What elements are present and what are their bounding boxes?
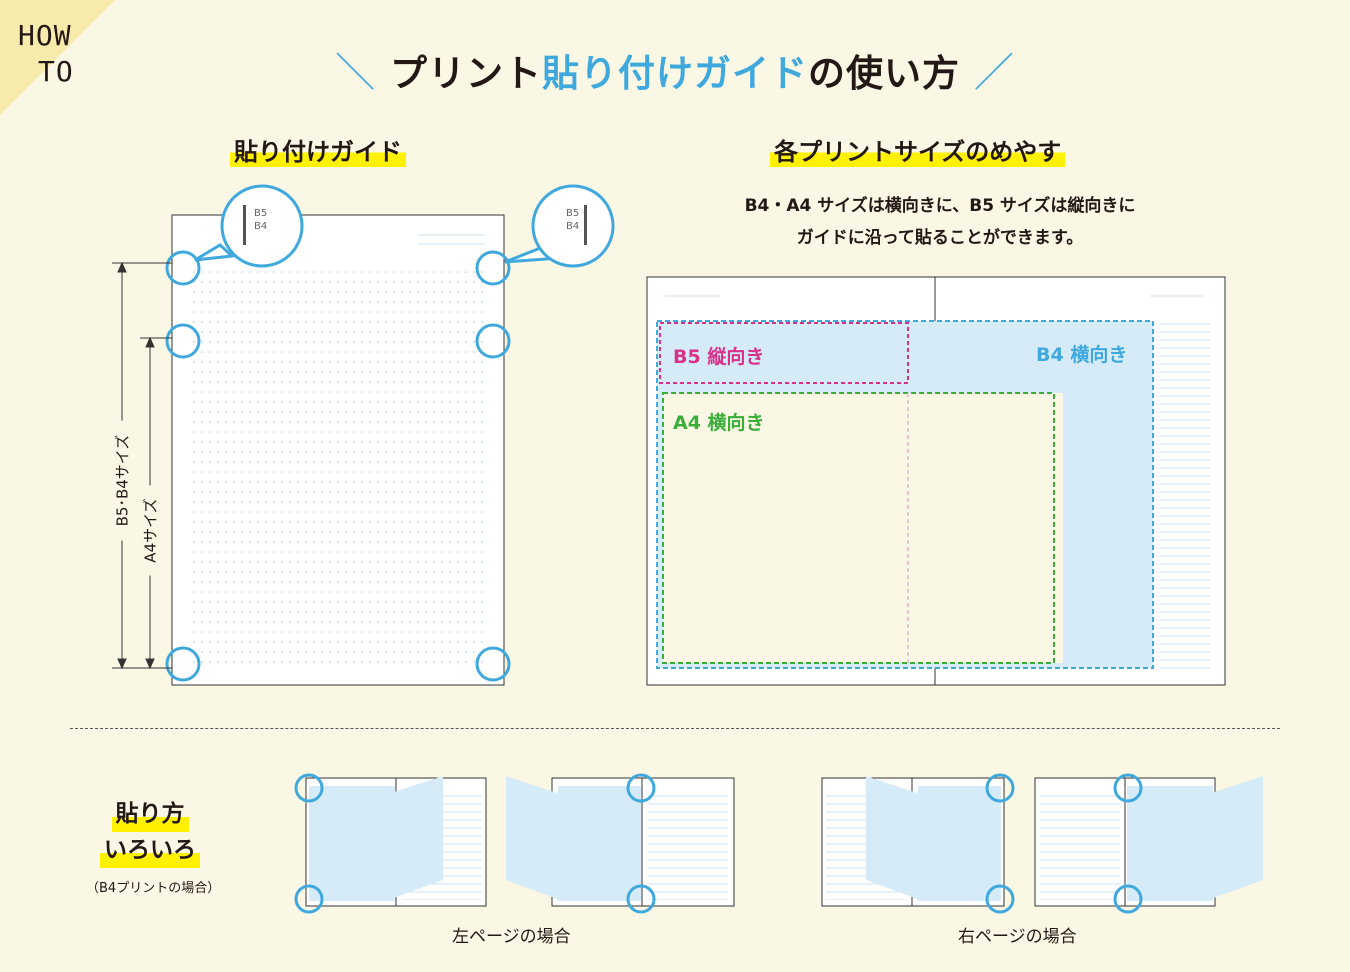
- method-right-2: [1034, 773, 1263, 914]
- slash-right-icon: ／: [973, 50, 1015, 96]
- page-title: ＼ プリント貼り付けガイドの使い方 ／: [335, 50, 1015, 96]
- method-left-1: [294, 773, 487, 914]
- b4-landscape-label: B4 横向き: [1036, 344, 1128, 366]
- how-to-corner: [0, 0, 115, 115]
- guide-circle: [165, 250, 201, 286]
- a4-area: [662, 392, 1055, 664]
- zoom-bubble-right: [504, 184, 615, 268]
- how-to-label: HOW TO: [18, 19, 74, 88]
- dot-grid: [190, 263, 488, 668]
- print-sizes-description: B4・A4 サイズは横向きに、B5 サイズは縦向きに ガイドに沿って貼ることがで…: [744, 196, 1136, 248]
- guide-circle: [475, 646, 511, 682]
- guide-circle: [165, 646, 201, 682]
- a4-landscape-label: A4 横向き: [673, 412, 765, 434]
- paste-methods-subtitle: （B4プリントの場合）: [86, 881, 221, 896]
- method-left-2: [506, 773, 735, 914]
- section-divider: [70, 728, 1280, 729]
- slash-left-icon: ＼: [335, 50, 377, 96]
- bubble-left-text: B5 B4: [254, 208, 268, 232]
- method-right-1: [821, 773, 1015, 914]
- guide-circle: [475, 323, 511, 359]
- b5-b4-size-label: B5･B4サイズ: [111, 420, 133, 541]
- guide-circle: [165, 323, 201, 359]
- guide-circle: [475, 250, 511, 286]
- paste-guide-heading: 貼り付けガイド: [230, 132, 406, 167]
- a4-size-label: A4サイズ: [139, 485, 161, 576]
- b5-portrait-label: B5 縦向き: [673, 346, 765, 368]
- paste-methods-heading: 貼り方 いろいろ: [100, 796, 200, 868]
- zoom-bubble-left: [194, 184, 304, 268]
- left-page-caption: 左ページの場合: [452, 927, 571, 947]
- bubble-right-text: B5 B4: [566, 208, 580, 232]
- right-page-caption: 右ページの場合: [958, 927, 1077, 947]
- print-sizes-heading: 各プリントサイズのめやす: [770, 132, 1066, 167]
